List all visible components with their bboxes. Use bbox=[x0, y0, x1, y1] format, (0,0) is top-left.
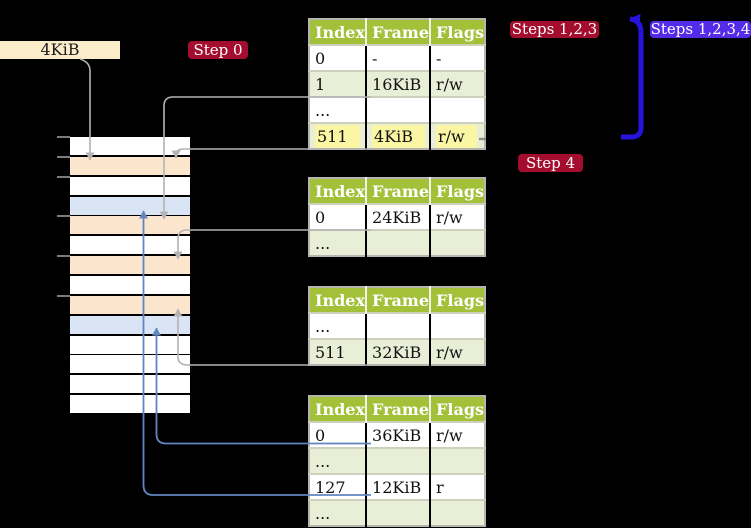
table-cell: r/w bbox=[429, 339, 486, 365]
address-tick-4 bbox=[57, 255, 70, 257]
table-header-cell: Index bbox=[309, 19, 367, 45]
table-row: ... bbox=[309, 97, 486, 123]
table-header-cell: Index bbox=[309, 287, 367, 313]
table-cell bbox=[429, 97, 486, 123]
table-cell bbox=[365, 448, 431, 474]
table-cell: ... bbox=[309, 448, 367, 474]
table-row: ... bbox=[309, 230, 486, 256]
address-tick-2 bbox=[57, 176, 70, 178]
table-cell: 4KiB bbox=[365, 123, 431, 149]
table-header-cell: Flags bbox=[429, 396, 486, 422]
table-cell: 16KiB bbox=[365, 71, 431, 97]
table-cell: 511 bbox=[309, 339, 367, 365]
table-header-cell: Flags bbox=[429, 19, 486, 45]
table-header-cell: Index bbox=[309, 178, 367, 204]
table-cell: ... bbox=[309, 500, 367, 526]
table-cell: ... bbox=[309, 313, 367, 339]
memory-frame-row-5 bbox=[70, 236, 190, 254]
table-cell bbox=[429, 500, 486, 526]
address-tick-5 bbox=[57, 295, 70, 297]
table-cell: r/w bbox=[429, 71, 486, 97]
table-cell: 24KiB bbox=[365, 204, 431, 230]
table-cell: ... bbox=[309, 97, 367, 123]
memory-frame-row-13 bbox=[70, 395, 190, 413]
table-cell bbox=[429, 230, 486, 256]
highlighted-value: 4KiB bbox=[372, 124, 426, 148]
memory-frame-row-7 bbox=[70, 276, 190, 294]
table-cell: 0 bbox=[309, 422, 367, 448]
table-cell: ... bbox=[309, 230, 367, 256]
recursive-loop-arrow bbox=[621, 13, 644, 140]
memory-frame-row-4 bbox=[70, 216, 190, 234]
table-cell bbox=[365, 313, 431, 339]
table-cell: 1 bbox=[309, 71, 367, 97]
memory-frame-row-6 bbox=[70, 256, 190, 274]
table-cell: r/w bbox=[429, 422, 486, 448]
table-cell: r/w bbox=[429, 123, 486, 149]
table-header-cell: Flags bbox=[429, 287, 486, 313]
memory-frame-row-0 bbox=[70, 137, 190, 155]
table-cell: - bbox=[429, 45, 486, 71]
table-header-cell: Frame bbox=[365, 396, 431, 422]
memory-frame-row-2 bbox=[70, 177, 190, 195]
badge-step-0: Step 0 bbox=[188, 41, 248, 59]
frame-address-label: 4KiB bbox=[0, 41, 120, 59]
arrow-l4-entry511-to-frame-4kib bbox=[171, 148, 371, 159]
memory-frame-row-10 bbox=[70, 336, 190, 354]
address-tick-3 bbox=[57, 215, 70, 217]
memory-frame-row-1 bbox=[70, 157, 190, 175]
table-cell bbox=[365, 97, 431, 123]
badge-steps-1-2-3-4: Steps 1,2,3,4 bbox=[650, 20, 751, 38]
table-cell: 36KiB bbox=[365, 422, 431, 448]
table-row: 0-- bbox=[309, 45, 486, 71]
table-row: ... bbox=[309, 313, 486, 339]
table-row: ... bbox=[309, 500, 486, 526]
memory-frame-row-8 bbox=[70, 296, 190, 314]
table-header-cell: Frame bbox=[365, 178, 431, 204]
table-cell: 511 bbox=[309, 123, 367, 149]
table-row: ... bbox=[309, 448, 486, 474]
table-cell: r bbox=[429, 474, 486, 500]
table-cell: - bbox=[365, 45, 431, 71]
table-cell bbox=[429, 313, 486, 339]
memory-frame-row-9 bbox=[70, 316, 190, 334]
address-tick-0 bbox=[57, 136, 70, 138]
table-cell bbox=[365, 500, 431, 526]
memory-frame-row-12 bbox=[70, 375, 190, 393]
table-cell: r/w bbox=[429, 204, 486, 230]
highlighted-value: r/w bbox=[436, 124, 477, 148]
table-cell bbox=[429, 448, 486, 474]
table-header-cell: Frame bbox=[365, 287, 431, 313]
table-cell: 0 bbox=[309, 204, 367, 230]
badge-step-4: Step 4 bbox=[518, 154, 583, 172]
table-cell: 12KiB bbox=[365, 474, 431, 500]
table-cell: 127 bbox=[309, 474, 367, 500]
table-header-cell: Flags bbox=[429, 178, 486, 204]
table-cell bbox=[365, 230, 431, 256]
table-cell: 0 bbox=[309, 45, 367, 71]
address-tick-1 bbox=[57, 156, 70, 158]
table-header-cell: Frame bbox=[365, 19, 431, 45]
table-cell: 32KiB bbox=[365, 339, 431, 365]
memory-frame-row-3 bbox=[70, 197, 190, 215]
badge-steps-1-2-3: Steps 1,2,3 bbox=[510, 20, 599, 38]
table-row: 511 4KiB r/w bbox=[309, 123, 486, 149]
highlighted-value: 511 bbox=[315, 124, 360, 148]
memory-frame-row-11 bbox=[70, 355, 190, 373]
table-header-cell: Index bbox=[309, 396, 367, 422]
